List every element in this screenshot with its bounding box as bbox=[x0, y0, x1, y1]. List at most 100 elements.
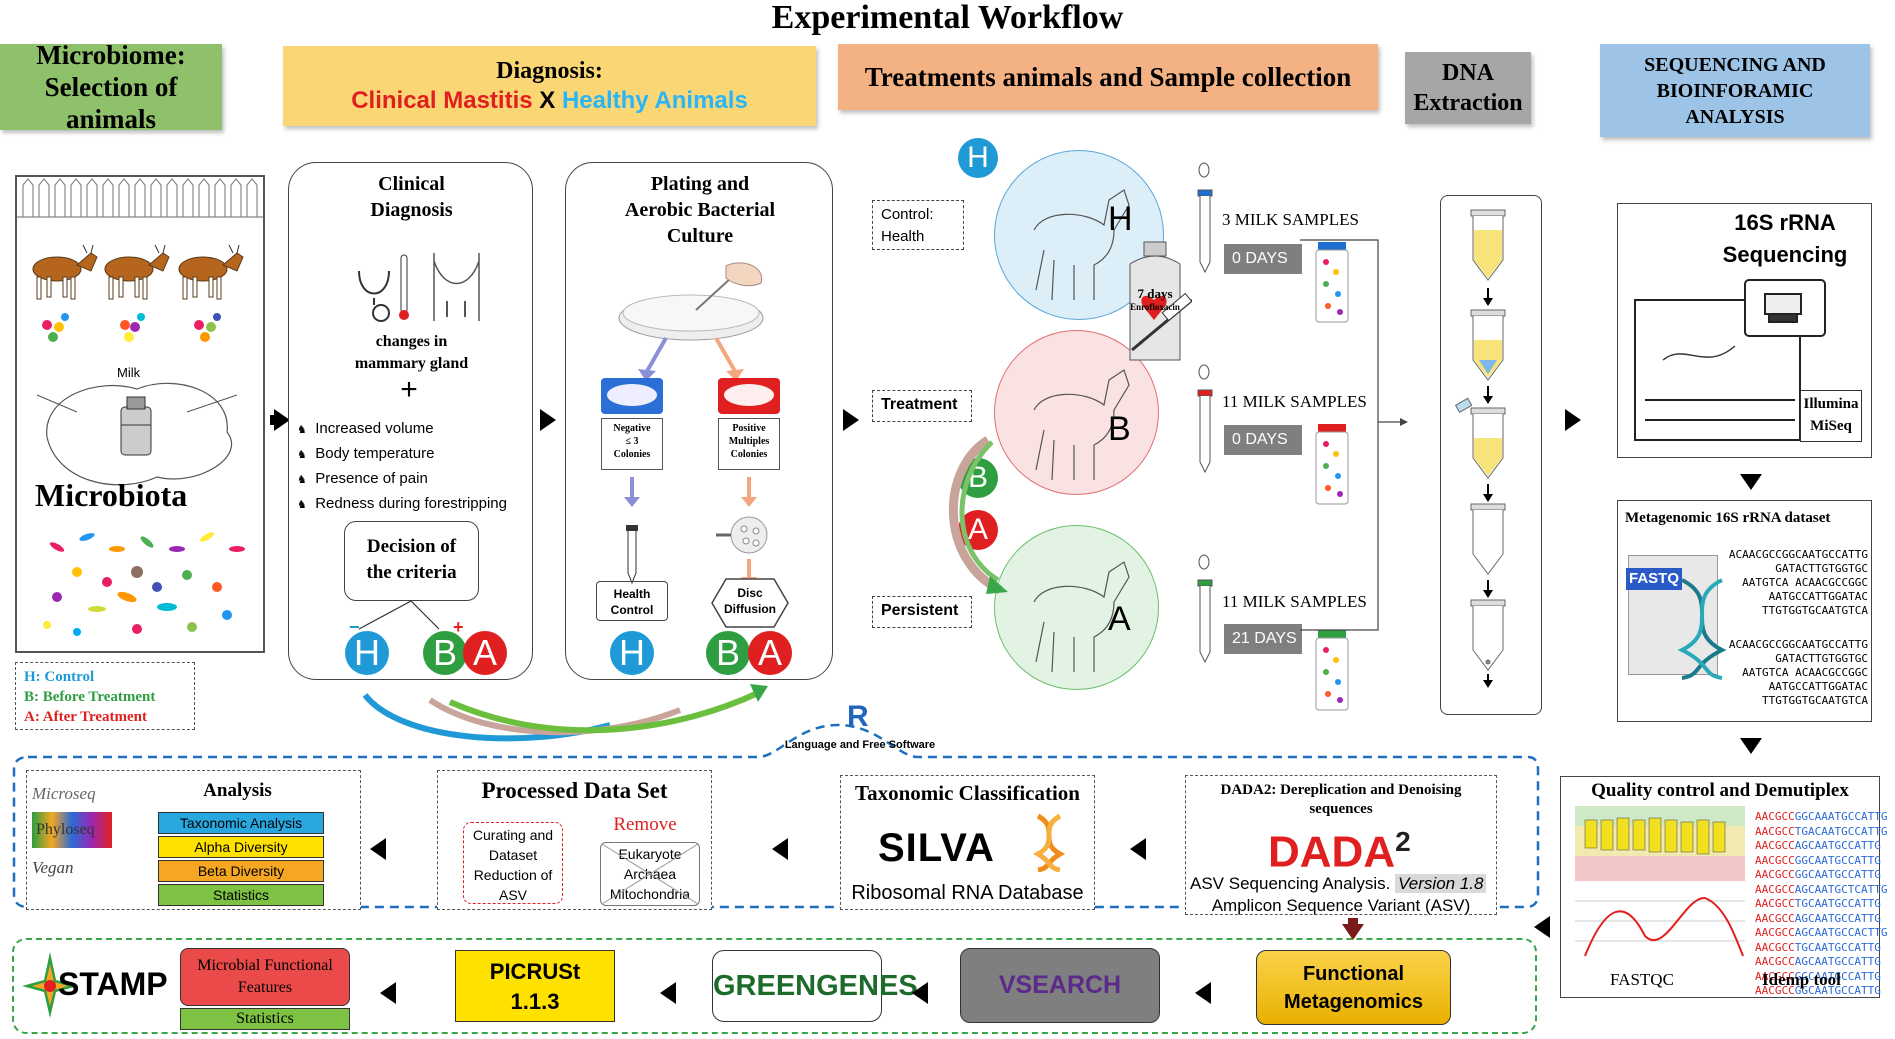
sample-bracket-lines bbox=[1300, 239, 1408, 631]
functional-metagenomics-box: Functional Metagenomics bbox=[1256, 950, 1451, 1025]
disc-line: Disc bbox=[737, 586, 763, 600]
plus-sign: + bbox=[453, 617, 464, 637]
analysis-item-statistics: Statistics bbox=[158, 884, 324, 906]
arrow-left-icon bbox=[1195, 982, 1211, 1004]
sample-count-2: 11 MILK SAMPLES bbox=[1222, 392, 1367, 411]
plating-title-line2: Aerobic Bacterial bbox=[624, 199, 776, 221]
negative-line: ≤ 3 bbox=[625, 436, 639, 447]
criteria-item: ♞ Presence of pain bbox=[297, 467, 507, 492]
page-title: Experimental Workflow bbox=[771, 0, 1124, 36]
read-line: AACGCCAGCAATGCCATTG bbox=[1755, 955, 1887, 970]
changes-line1: changes in bbox=[375, 333, 448, 350]
header-seq-line1: SEQUENCING AND bbox=[1644, 53, 1826, 76]
arrow-right-icon bbox=[540, 409, 556, 431]
header-diagnosis-line2: Clinical Mastitis X Healthy Animals bbox=[351, 86, 748, 116]
header-diagnosis: Diagnosis: Clinical Mastitis X Healthy A… bbox=[283, 46, 816, 126]
stethoscope-icon bbox=[358, 253, 480, 322]
remove-line: Eukaryote bbox=[618, 846, 682, 862]
fastqc-label: FASTQC bbox=[1610, 970, 1674, 989]
vsearch-box: VSEARCH bbox=[960, 948, 1160, 1023]
demux-reads: AACGCCGGCAAATGCCATTG AACGCCTGACAATGCCATT… bbox=[1755, 810, 1887, 999]
positive-dish bbox=[718, 378, 780, 414]
seq-line: AATGTCA ACAACGCCGGC bbox=[1742, 576, 1868, 589]
negative-label: Negative ≤ 3 Colonies bbox=[601, 418, 663, 470]
disc-diffusion-label: Disc Diffusion bbox=[710, 585, 790, 617]
criteria-item: ♞ Increased volume bbox=[297, 417, 507, 442]
bottle-drug: Enrofloxacin bbox=[1130, 302, 1180, 312]
enrofloxacin-bottle-icon bbox=[1129, 241, 1192, 361]
circle-b: B bbox=[706, 631, 750, 675]
criteria-label: Presence of pain bbox=[315, 470, 428, 487]
milk-can-icon bbox=[120, 396, 152, 456]
dada2-desc: ASV Sequencing Analysis. Version 1.8 bbox=[1190, 874, 1496, 894]
read-line: AACGCCAGCAATGCCATTG bbox=[1755, 912, 1887, 927]
positive-line: Colonies bbox=[730, 449, 768, 460]
silva-dna-icon bbox=[1032, 813, 1066, 872]
functional-line2: Metagenomics bbox=[1284, 991, 1423, 1013]
header-seq-line2: BIOINFORAMIC bbox=[1656, 79, 1814, 102]
metagenomic-title: Metagenomic 16S rRNA dataset bbox=[1625, 510, 1831, 526]
read-seq: GGCAATGCCATTG bbox=[1794, 984, 1881, 997]
functional-features-box: Microbial Functional Features bbox=[180, 948, 350, 1006]
taxonomic-title: Taxonomic Classification bbox=[855, 781, 1080, 805]
goat-bullet-icon: ♞ bbox=[297, 474, 307, 486]
goat-sketches bbox=[1033, 189, 1130, 673]
barcode: AACGCC bbox=[1755, 882, 1795, 896]
arrow-right-icon bbox=[1565, 409, 1581, 431]
arrow-left-icon bbox=[370, 838, 386, 860]
goat-letter-h: H bbox=[1108, 200, 1133, 238]
read-seq: AGCAATGCCATTG bbox=[1794, 911, 1881, 925]
curved-connector-arrows bbox=[362, 684, 768, 742]
dada2-logo-sup: 2 bbox=[1395, 826, 1411, 857]
plating-title-line1: Plating and bbox=[650, 173, 750, 195]
seq-line: ACAACGCCGGCAATGCCATTG bbox=[1728, 638, 1868, 651]
negative-dish bbox=[601, 378, 663, 414]
r-logo-icon: R bbox=[847, 700, 869, 733]
r-caption: Language and Free Software bbox=[784, 739, 936, 751]
sample-count-3: 11 MILK SAMPLES bbox=[1222, 592, 1367, 611]
illumina-line1: Illumina bbox=[1803, 396, 1859, 412]
control-line2: Health bbox=[881, 228, 925, 245]
criteria-list: ♞ Increased volume ♞ Body temperature ♞ … bbox=[297, 417, 507, 517]
header-microbiome: Microbiome: Selection of animals bbox=[0, 40, 222, 134]
circle-h: H bbox=[958, 138, 998, 178]
read-line: AACGCCAGCAATGCCATTG bbox=[1755, 839, 1887, 854]
green-dashed-region bbox=[12, 938, 1537, 1034]
microbiota-label: Microbiota bbox=[35, 477, 188, 513]
read-seq: GGCAATGCCATTG bbox=[1794, 969, 1881, 983]
plus-icon: + bbox=[400, 373, 418, 406]
control-health-label: Control: Health bbox=[872, 200, 964, 250]
health-control-box: Health Control bbox=[596, 581, 668, 621]
header-healthy-animals: Healthy Animals bbox=[561, 87, 748, 114]
arrow-right-icon bbox=[274, 409, 290, 431]
dada2-title: DADA2: Dereplication and Denoising seque… bbox=[1185, 781, 1497, 819]
curating-box: Curating and Dataset Reduction of ASV bbox=[463, 822, 563, 904]
arrow-down-icon bbox=[1342, 924, 1364, 940]
barcode: AACGCC bbox=[1755, 969, 1795, 983]
dada2-desc-text: ASV Sequencing Analysis. bbox=[1190, 874, 1391, 893]
vegan-logo: Vegan bbox=[32, 858, 74, 877]
positive-line: Multiples bbox=[728, 436, 770, 447]
criteria-label: Increased volume bbox=[315, 420, 434, 437]
criteria-item: ♞ Redness during forestripping bbox=[297, 492, 507, 517]
read-seq: GGCAATGCCATTG bbox=[1794, 868, 1881, 881]
barcode: AACGCC bbox=[1755, 839, 1795, 852]
curating-line: Curating and bbox=[472, 827, 554, 843]
barcode: AACGCC bbox=[1755, 897, 1795, 910]
features-line1: Microbial Functional bbox=[197, 957, 333, 974]
header-seq-line3: ANALYSIS bbox=[1685, 105, 1785, 128]
read-line: AACGCCGGCAATGCCATTG bbox=[1755, 970, 1887, 985]
header-microbiome-line1: Microbiome: bbox=[36, 40, 186, 70]
r-dashed-region bbox=[12, 723, 1540, 909]
microbiome-panel: Milk Microbiota bbox=[15, 175, 265, 653]
circle-a: A bbox=[748, 631, 792, 675]
read-seq: AGCAATGCTCATTG bbox=[1794, 882, 1888, 896]
read-seq: AGCAATGCCATTG bbox=[1794, 955, 1881, 968]
seq-line: GATACTTGTGGTGC bbox=[1775, 652, 1868, 665]
functional-line1: Functional bbox=[1302, 963, 1405, 985]
read-line: AACGCCTGACAATGCCATTG bbox=[1755, 825, 1887, 840]
rrna-sequencing-title: 16S rRNA Sequencing bbox=[1700, 207, 1870, 271]
decision-box: Decision of the criteria bbox=[344, 521, 479, 601]
sequence-lines-1: ACAACGCCGGCAATGCCATTG GATACTTGTGGTGC AAT… bbox=[1728, 548, 1868, 618]
seq-line: TTGTGGTGCAATGTCA bbox=[1762, 604, 1868, 617]
